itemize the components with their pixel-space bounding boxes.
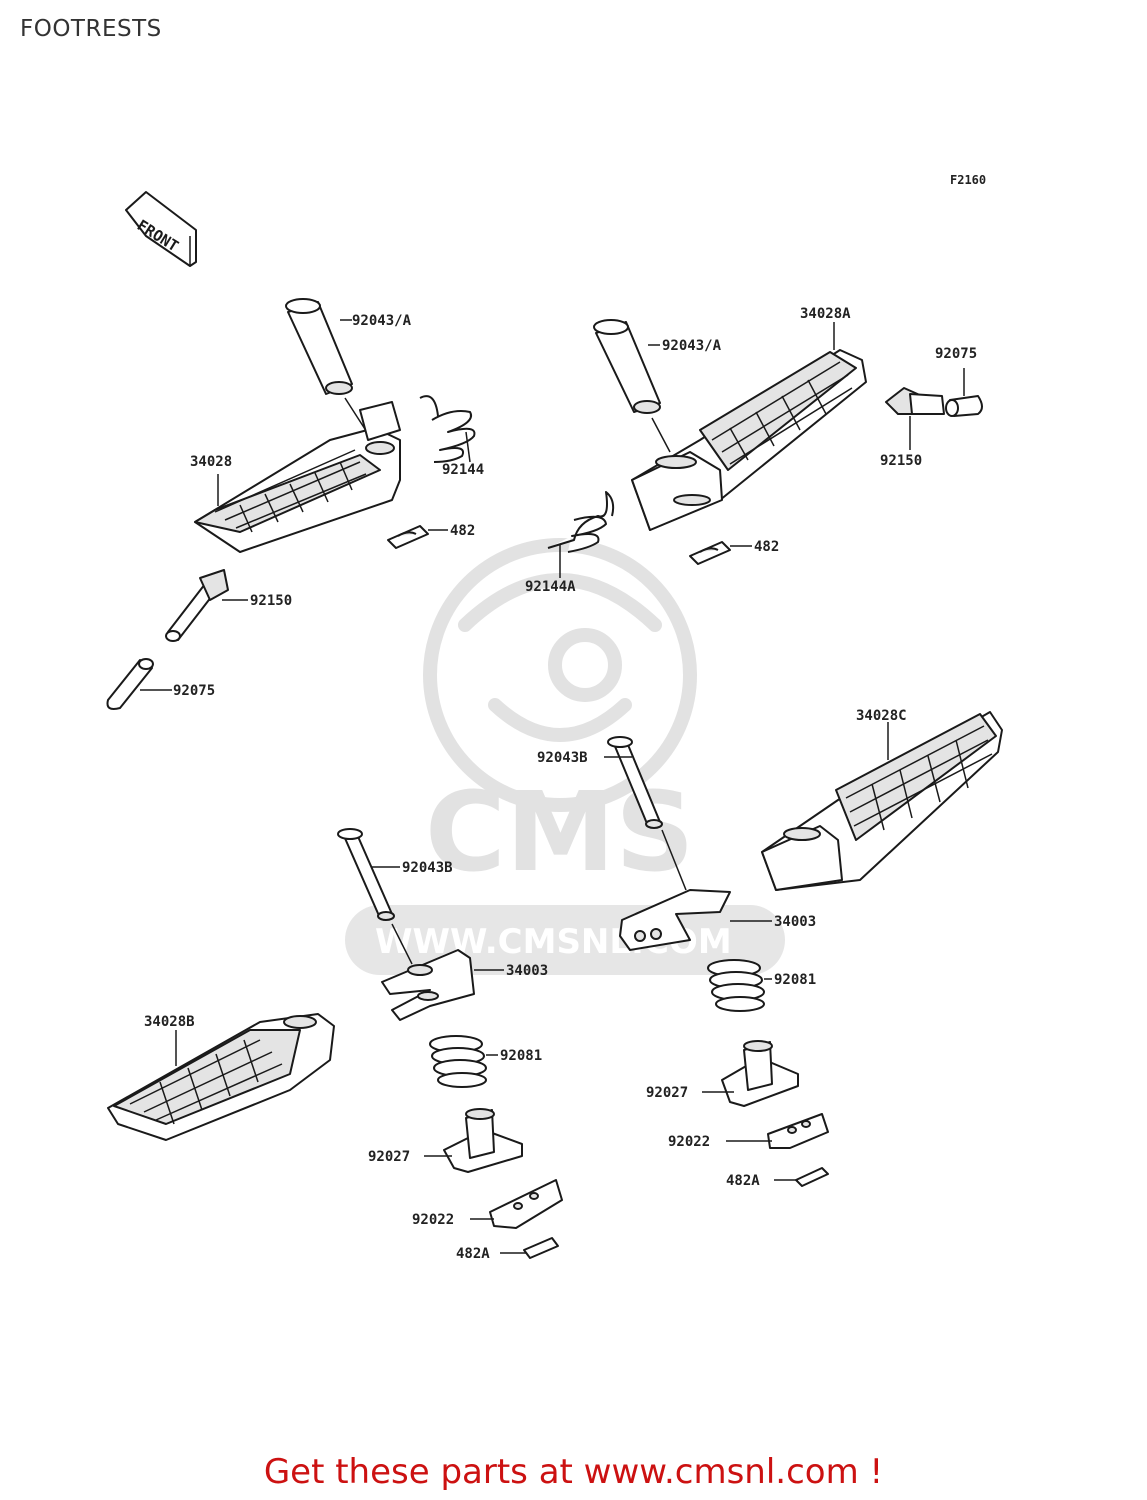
footrest-34028B (107, 1013, 335, 1141)
spring-92081-left (429, 1035, 487, 1088)
figure-code: F2160 (950, 173, 986, 187)
callout-92150-r: 92150 (880, 453, 922, 469)
cms-watermark-logo: CMS WWW.CMSNL.COM (345, 538, 785, 975)
footer-cta-link[interactable]: Get these parts at www.cmsnl.com ! (263, 1452, 884, 1492)
plate-92022-left (489, 1179, 563, 1229)
callout-92043B-1: 92043B (537, 750, 588, 766)
callout-92144: 92144 (442, 462, 484, 478)
pin-92043B-left (337, 828, 395, 921)
bracket-34003-right (619, 889, 731, 951)
callout-34003-r: 34003 (774, 914, 816, 930)
callout-92043B-2: 92043B (402, 860, 453, 876)
pin-92043B-right (607, 736, 663, 829)
plate-92022-right (767, 1113, 829, 1149)
cap-92075-left (106, 658, 154, 710)
callout-34003-l: 34003 (506, 963, 548, 979)
callout-482A-l: 482A (456, 1246, 490, 1262)
bolt-92150-left (165, 569, 229, 642)
callout-92022-r: 92022 (668, 1134, 710, 1150)
clip-482A-left (523, 1237, 559, 1259)
callout-482-1: 482 (450, 523, 475, 539)
spring-92081-right (707, 959, 765, 1012)
callout-92150-l: 92150 (250, 593, 292, 609)
spring-92144A (547, 491, 615, 553)
callout-92081-l: 92081 (500, 1048, 542, 1064)
callout-92022-l: 92022 (412, 1212, 454, 1228)
footrest-34028 (194, 401, 401, 553)
callout-34028B: 34028B (144, 1014, 195, 1030)
pin-92043A-right (593, 319, 661, 414)
footrest-34028C (761, 711, 1003, 891)
footrest-34028A (631, 349, 867, 531)
callout-92043A-1: 92043/A (352, 313, 412, 329)
clip-482-left (387, 525, 429, 549)
bolt-92150-right (885, 387, 945, 415)
callout-482-2: 482 (754, 539, 779, 555)
clip-482A-right (795, 1167, 829, 1187)
watermark-brand: CMS (425, 768, 694, 896)
callout-92027-l: 92027 (368, 1149, 410, 1165)
callout-92043A-2: 92043/A (662, 338, 722, 354)
callout-92144A: 92144A (525, 579, 576, 595)
spring-92144 (419, 395, 476, 463)
pin-92043A-left (285, 298, 353, 395)
callout-92075-l: 92075 (173, 683, 215, 699)
stopper-92027-right (721, 1040, 799, 1107)
callout-482A-r: 482A (726, 1173, 760, 1189)
front-arrow-icon: FRONT (125, 191, 197, 267)
bracket-34003-left (381, 949, 475, 1021)
cap-92075-right (945, 395, 983, 417)
callout-34028C: 34028C (856, 708, 907, 724)
callout-92081-r: 92081 (774, 972, 816, 988)
clip-482-right (689, 541, 731, 565)
callout-34028A: 34028A (800, 306, 851, 322)
callout-34028: 34028 (190, 454, 232, 470)
stopper-92027-left (443, 1108, 523, 1173)
page-title: FOOTRESTS (20, 16, 162, 42)
callout-92075-r: 92075 (935, 346, 977, 362)
callout-92027-r: 92027 (646, 1085, 688, 1101)
